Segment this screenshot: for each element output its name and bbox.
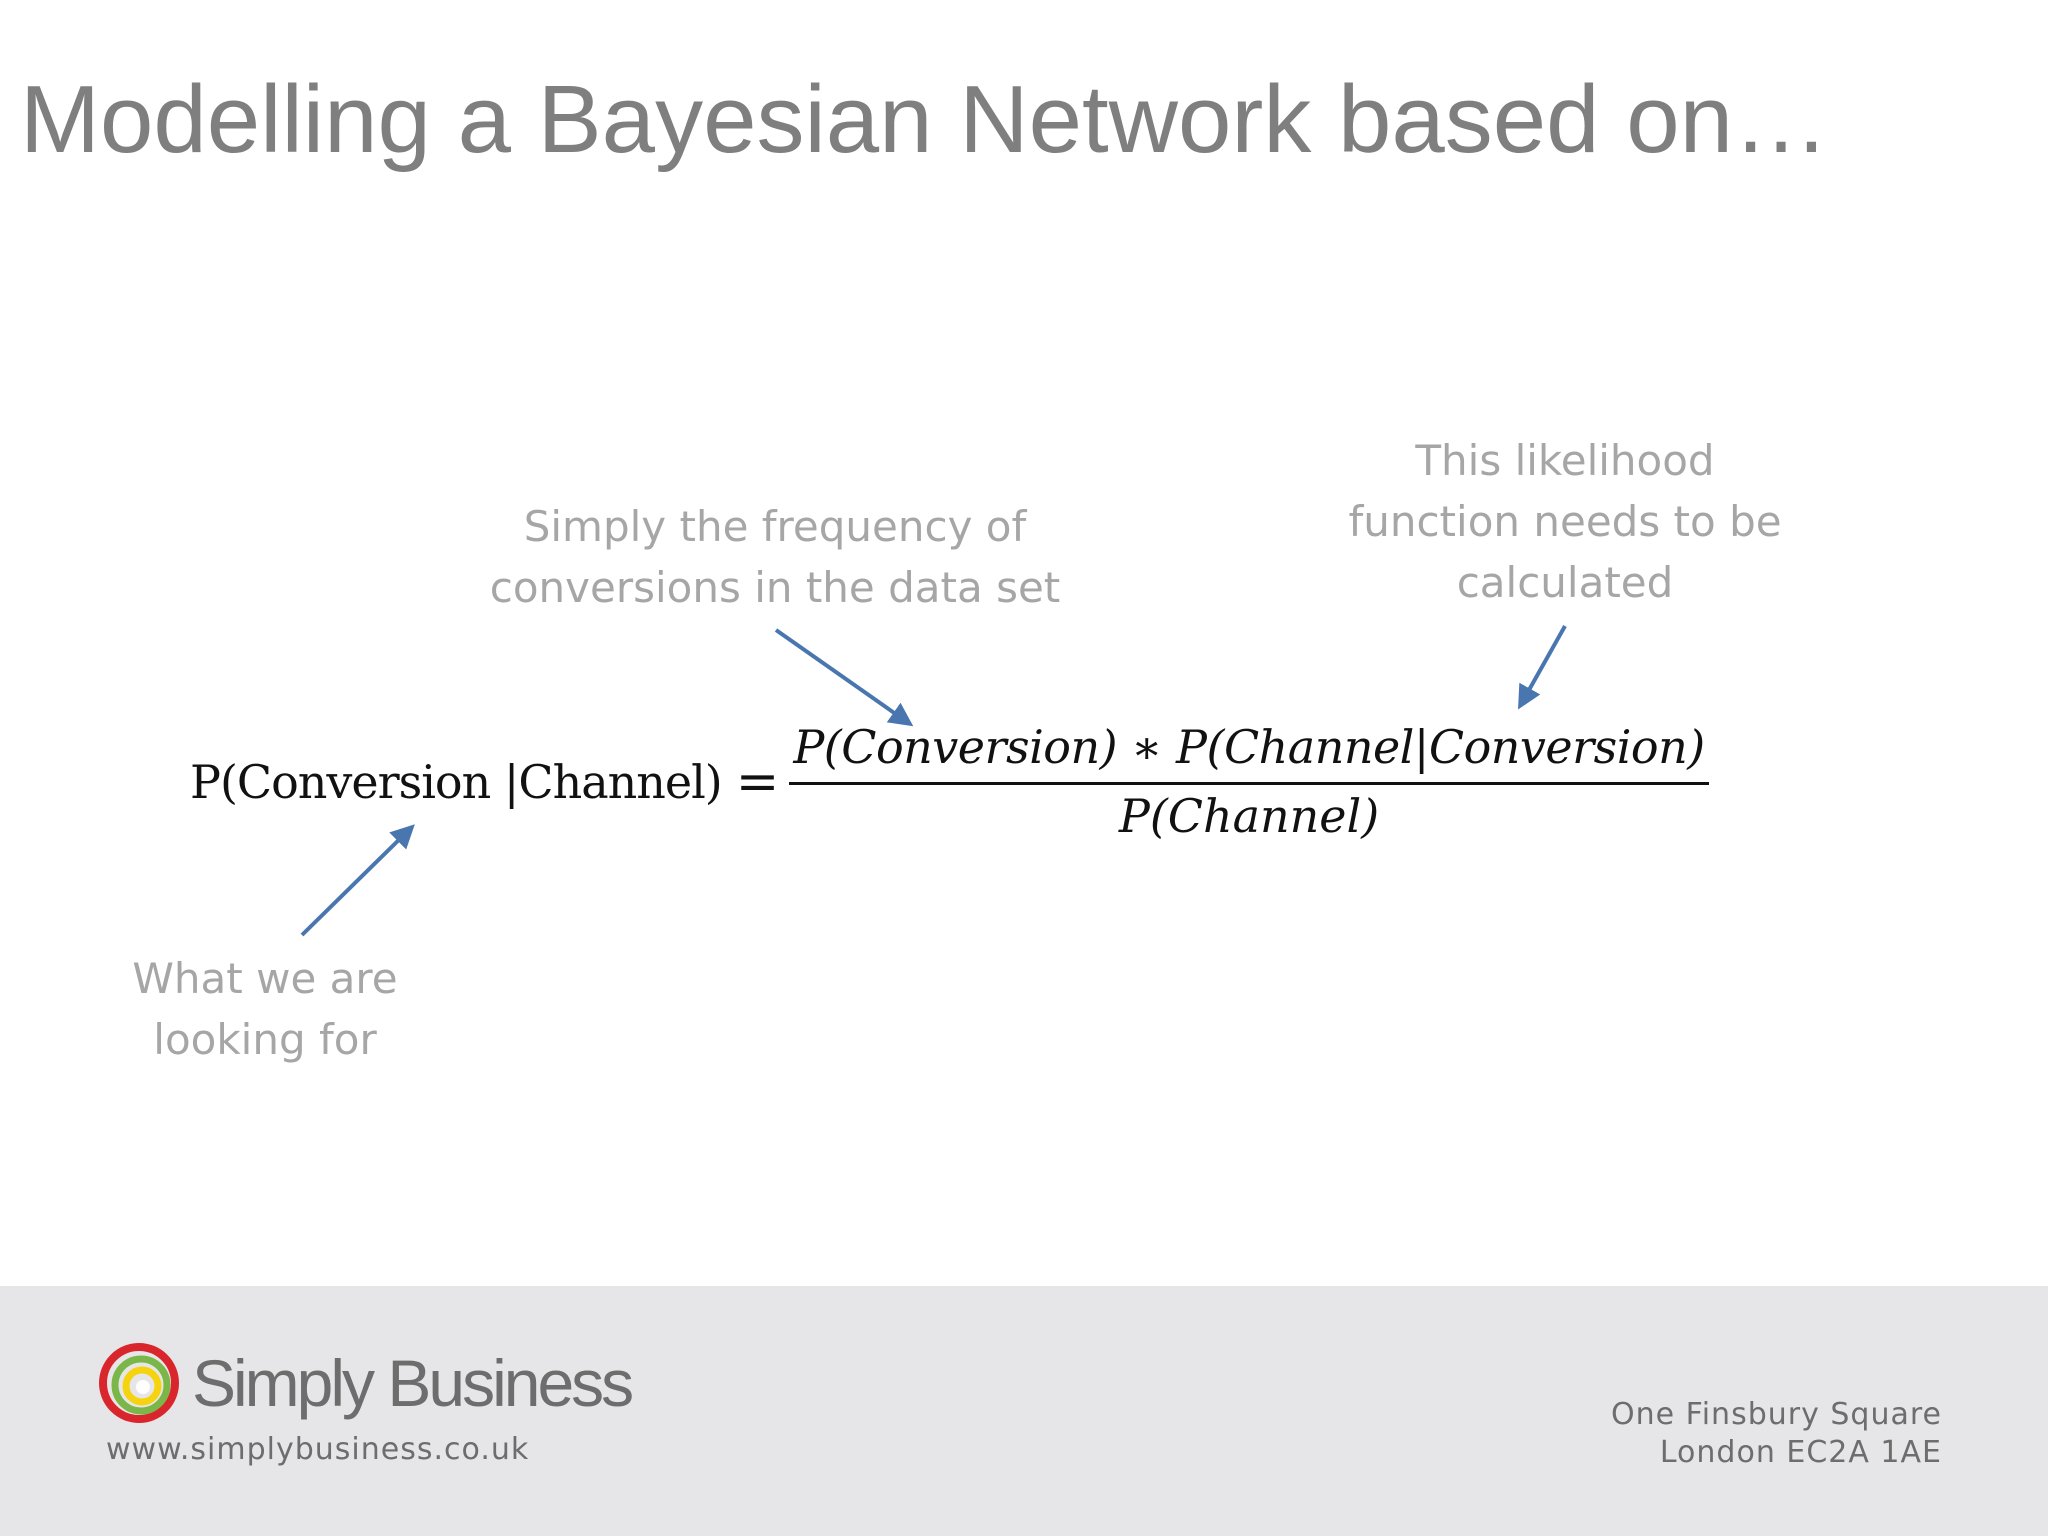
formula-denominator: P(Channel)	[1118, 789, 1380, 843]
annotation-likelihood-line-2: function needs to be	[1348, 497, 1782, 546]
annotation-likelihood: This likelihood function needs to be cal…	[1320, 430, 1810, 613]
formula-lhs: P(Conversion |Channel)	[190, 754, 723, 809]
formula-fraction: P(Conversion) ∗ P(Channel|Conversion) P(…	[789, 720, 1709, 843]
annotation-looking-for-line-1: What we are	[132, 954, 398, 1003]
annotation-looking-for: What we are looking for	[100, 948, 430, 1070]
brand-name: Simply Business	[192, 1346, 634, 1420]
annotation-frequency-line-2: conversions in the data set	[489, 563, 1061, 612]
address-line-2: London EC2A 1AE	[1659, 1435, 1942, 1470]
annotation-frequency: Simply the frequency of conversions in t…	[475, 496, 1075, 618]
arrow-to-prior	[774, 628, 914, 727]
footer: Simply Business www.simplybusiness.co.uk…	[0, 1286, 2048, 1536]
annotation-likelihood-line-3: calculated	[1456, 558, 1674, 607]
brand-logo[interactable]: Simply Business	[98, 1342, 634, 1424]
website-link[interactable]: www.simplybusiness.co.uk	[106, 1432, 530, 1467]
bayes-formula: P(Conversion |Channel) = P(Conversion) ∗…	[190, 720, 1709, 843]
arrow-to-posterior	[300, 824, 415, 937]
annotation-likelihood-line-1: This likelihood	[1415, 436, 1715, 485]
formula-numerator: P(Conversion) ∗ P(Channel|Conversion)	[789, 720, 1709, 785]
annotation-looking-for-line-2: looking for	[153, 1015, 377, 1064]
arrow-to-likelihood	[1518, 625, 1567, 710]
formula-equals: =	[735, 751, 780, 812]
address-line-1: One Finsbury Square	[1611, 1397, 1942, 1432]
slide-title: Modelling a Bayesian Network based on…	[20, 66, 1829, 173]
annotation-frequency-line-1: Simply the frequency of	[523, 502, 1027, 551]
simply-business-swirl-icon	[99, 1343, 179, 1423]
office-address: One Finsbury Square London EC2A 1AE	[1611, 1396, 1942, 1472]
